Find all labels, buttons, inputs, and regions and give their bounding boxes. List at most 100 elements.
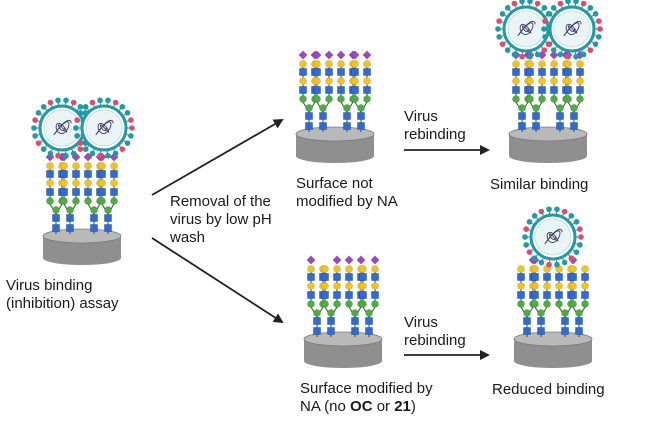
- sugar-circle: [581, 282, 589, 290]
- surface-not-modified-label: Surface not modified by NA: [296, 175, 398, 211]
- virus-spike: [565, 53, 571, 60]
- compound-oc: OC: [350, 398, 373, 415]
- sugar-circle: [72, 162, 80, 170]
- sugar-circle: [576, 95, 584, 103]
- virus-spike: [511, 0, 518, 7]
- virus-rebinding-bottom-label: Virus rebinding: [404, 314, 466, 350]
- glcnac-square: [531, 273, 539, 281]
- removal-label-line-3: wash: [170, 229, 206, 246]
- virus-particle: [541, 0, 603, 60]
- sugar-circle: [351, 60, 359, 68]
- glcnac-square: [517, 273, 525, 281]
- glcnac-square: [319, 112, 327, 120]
- sugar-circle: [550, 95, 558, 103]
- glcnac-square: [556, 112, 564, 120]
- glcnac-square: [561, 317, 569, 325]
- na-modified-surface: [303, 255, 383, 368]
- virus-spike: [542, 18, 548, 24]
- glcnac-square: [327, 317, 335, 325]
- surface-modified-or: or: [372, 398, 395, 415]
- virus-spike: [519, 53, 525, 60]
- sugar-circle: [321, 282, 329, 290]
- glcnac-square: [570, 112, 578, 120]
- virus-spike: [128, 117, 134, 123]
- virus-spike: [105, 152, 111, 159]
- sugar-circle: [581, 265, 589, 273]
- virus-spike: [129, 125, 135, 131]
- glcnac-square: [337, 86, 345, 94]
- virus-spike: [545, 11, 552, 17]
- virus-spike: [119, 104, 126, 110]
- glcnac-square: [84, 170, 92, 178]
- glycan: [312, 50, 334, 132]
- glcnac-square: [365, 317, 373, 325]
- glcnac-square: [576, 86, 584, 94]
- virus-spike: [31, 125, 37, 131]
- glcnac-square: [343, 112, 351, 120]
- glcnac-square: [343, 122, 351, 130]
- reduced-binding-label: Reduced binding: [492, 381, 605, 398]
- glcnac-square: [98, 188, 106, 196]
- glcnac-square: [538, 68, 546, 76]
- glcnac-square: [537, 317, 545, 325]
- virus-spike: [573, 249, 580, 255]
- sialic-acid-diamond: [362, 50, 372, 60]
- glcnac-square: [84, 188, 92, 196]
- sugar-circle: [60, 197, 68, 205]
- glcnac-square: [351, 86, 359, 94]
- virus-spike: [573, 0, 579, 5]
- virus-spike: [77, 146, 84, 152]
- glcnac-square: [299, 68, 307, 76]
- glcnac-square: [359, 291, 367, 299]
- glcnac-square: [523, 317, 531, 325]
- sugar-circle: [307, 282, 315, 290]
- sugar-circle: [305, 104, 313, 112]
- virus-spike: [73, 125, 79, 131]
- sugar-circle: [307, 265, 315, 273]
- glcnac-square: [532, 122, 540, 130]
- glcnac-square: [543, 291, 551, 299]
- virus-spike: [89, 150, 96, 157]
- sugar-circle: [313, 60, 321, 68]
- virus-spike: [496, 34, 502, 40]
- sugar-circle: [321, 300, 329, 308]
- glcnac-square: [569, 273, 577, 281]
- virus-spike: [74, 133, 80, 139]
- glcnac-square: [333, 273, 341, 281]
- virus-spike: [526, 249, 533, 255]
- glcnac-square: [345, 291, 353, 299]
- virus-rebinding-top-line-2: rebinding: [404, 126, 466, 143]
- sugar-circle: [537, 309, 545, 317]
- pedestal-top: [508, 126, 588, 142]
- sugar-circle: [555, 300, 563, 308]
- virus-spike: [577, 226, 583, 232]
- virus-spike: [77, 140, 84, 146]
- sugar-circle: [531, 265, 539, 273]
- glcnac-square: [371, 273, 379, 281]
- sugar-circle: [526, 95, 534, 103]
- sugar-circle: [299, 77, 307, 85]
- pedestal-top: [513, 331, 593, 347]
- virus-spike: [527, 0, 533, 5]
- glcnac-square: [351, 327, 359, 335]
- sugar-circle: [351, 77, 359, 85]
- glcnac-square: [581, 291, 589, 299]
- glcnac-square: [327, 327, 335, 335]
- glcnac-square: [523, 327, 531, 335]
- glcnac-square: [576, 68, 584, 76]
- assay-label-line-2: (inhibition) assay: [6, 295, 119, 312]
- virus-spike: [89, 99, 96, 106]
- sugar-circle: [570, 104, 578, 112]
- sugar-circle: [581, 300, 589, 308]
- sugar-circle: [337, 60, 345, 68]
- sialic-acid-diamond: [324, 50, 334, 60]
- sugar-circle: [556, 104, 564, 112]
- similar-binding-label: Similar binding: [490, 176, 589, 193]
- reduced-binding-surface: [513, 206, 593, 368]
- sugar-circle: [517, 300, 525, 308]
- sugar-circle: [313, 95, 321, 103]
- sugar-circle: [569, 300, 577, 308]
- sugar-circle: [337, 95, 345, 103]
- virus-spike: [561, 259, 568, 266]
- virus-spike: [77, 104, 84, 110]
